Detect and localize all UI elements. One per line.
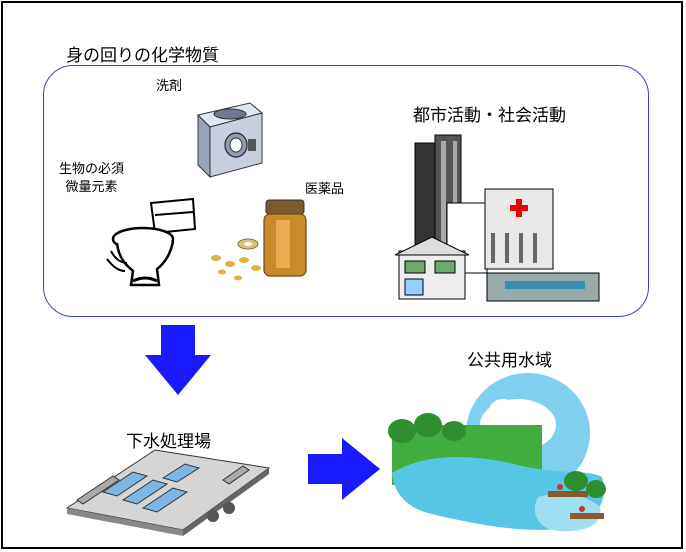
right-arrow-icon — [308, 438, 380, 500]
urban-activity-label: 都市活動・社会活動 — [413, 106, 566, 126]
essential-label-line2: 微量元素 — [65, 180, 118, 195]
diagram-title: 身の回りの化学物質 — [66, 46, 219, 66]
sewage-plant-label: 下水処理場 — [126, 432, 211, 452]
detergent-label: 洗剤 — [156, 79, 183, 94]
washing-machine-icon — [197, 102, 264, 179]
medicine-label: 医薬品 — [305, 182, 345, 197]
public-water-label: 公共用水域 — [467, 351, 552, 371]
down-arrow-icon — [145, 325, 211, 395]
lake-scene-icon — [388, 373, 606, 532]
essential-label-line1: 生物の必須 — [59, 162, 125, 177]
medicine-bottle-icon — [211, 199, 307, 281]
city-buildings-icon — [394, 134, 600, 302]
toilet-icon — [106, 197, 197, 287]
chemicals-group-box — [43, 65, 649, 317]
essential-elements-label: 生物の必須 微量元素 — [59, 161, 124, 197]
sewage-plant-icon — [65, 449, 271, 536]
